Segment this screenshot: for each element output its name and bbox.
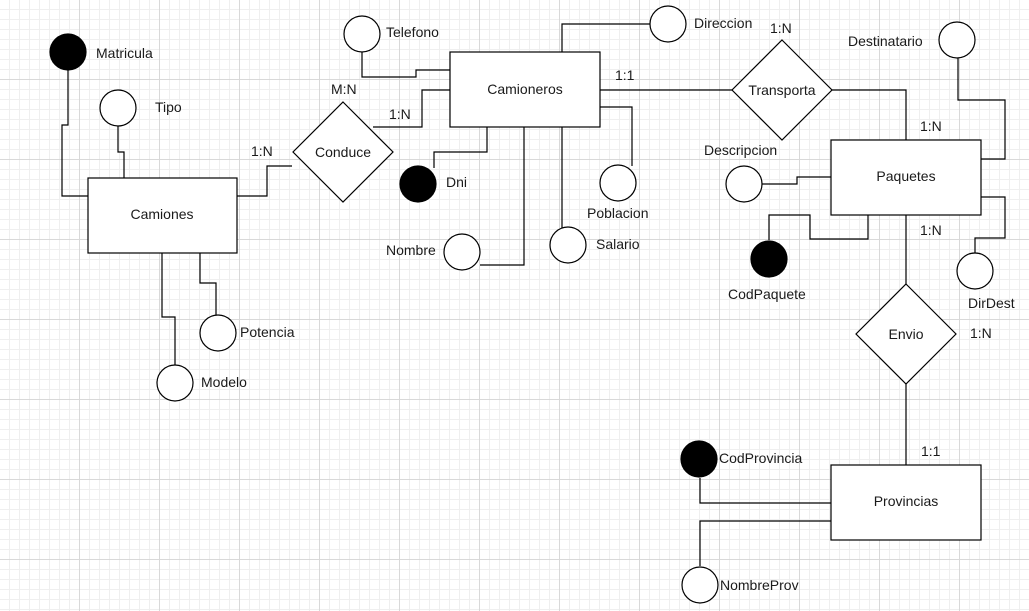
attribute-marker xyxy=(956,252,994,290)
attribute-nombre-label: Nombre xyxy=(386,242,436,258)
line-nombreprov xyxy=(699,520,831,566)
attribute-marker xyxy=(443,233,481,271)
attribute-codprovincia-label: CodProvincia xyxy=(719,450,802,466)
relationship-envio-diamond xyxy=(855,283,957,385)
attribute-dirdest-label: DirDest xyxy=(968,295,1015,311)
relationship-transporta-label: Transporta xyxy=(748,82,815,98)
attribute-marker xyxy=(343,15,381,53)
attribute-matricula[interactable]: Matricula xyxy=(49,33,153,71)
attribute-modelo-label: Modelo xyxy=(201,374,247,390)
entity-camiones-box xyxy=(87,177,238,254)
attribute-dni-label: Dni xyxy=(446,174,467,190)
connector-lines xyxy=(61,23,1006,566)
attribute-telefono[interactable]: Telefono xyxy=(343,15,439,53)
entity-camioneros-box xyxy=(449,51,601,128)
line-poblacion xyxy=(600,106,633,166)
relationship-envio[interactable]: Envio xyxy=(855,283,957,385)
line-dirdest xyxy=(974,196,1006,254)
attribute-descripcion-label: Descripcion xyxy=(704,142,777,158)
relationship-envio-label: Envio xyxy=(888,326,923,342)
attribute-marker xyxy=(156,364,194,402)
line-conduce-camioneros xyxy=(373,89,450,128)
entity-camioneros-label: Camioneros xyxy=(487,81,562,97)
line-nombre xyxy=(480,127,525,266)
attribute-direccion-label: Direccion xyxy=(694,15,752,31)
cardinality-envio-side: 1:N xyxy=(970,325,992,341)
cardinality-camioneros-transporta: 1:1 xyxy=(615,67,635,83)
cardinality-paquetes-envio: 1:N xyxy=(920,222,942,238)
line-modelo xyxy=(161,253,176,366)
entity-camioneros[interactable]: Camioneros xyxy=(449,51,601,128)
attribute-dni[interactable]: Dni xyxy=(399,165,467,203)
attribute-marker xyxy=(549,226,587,264)
attribute-modelo[interactable]: Modelo xyxy=(156,364,247,402)
relationship-transporta[interactable]: Transporta xyxy=(731,39,833,141)
attribute-marker xyxy=(99,89,137,127)
line-matricula xyxy=(61,70,88,197)
key-attribute-marker xyxy=(750,240,788,278)
attribute-matricula-label: Matricula xyxy=(96,45,153,61)
key-attribute-marker xyxy=(399,165,437,203)
line-codprovincia xyxy=(699,478,831,504)
relationship-conduce-diamond xyxy=(292,101,394,203)
cardinality-conduce-mn: M:N xyxy=(331,81,357,97)
attribute-descripcion[interactable]: Descripcion xyxy=(704,142,777,203)
attribute-nombre[interactable]: Nombre xyxy=(386,233,481,271)
attribute-salario-label: Salario xyxy=(596,236,640,252)
attribute-destinatario[interactable]: Destinatario xyxy=(848,21,976,59)
line-camiones-conduce xyxy=(237,165,292,197)
line-telefono xyxy=(361,52,450,78)
attribute-tipo-label: Tipo xyxy=(155,99,182,115)
attribute-marker xyxy=(599,164,637,202)
key-attribute-marker xyxy=(49,33,87,71)
attribute-poblacion-label: Poblacion xyxy=(587,205,649,221)
attribute-nombreprov-label: NombreProv xyxy=(720,577,799,593)
cardinality-camiones-conduce: 1:N xyxy=(251,143,273,159)
attribute-marker xyxy=(725,165,763,203)
line-transporta-paquetes xyxy=(832,89,907,140)
attribute-direccion[interactable]: Direccion xyxy=(649,5,752,43)
attribute-potencia-label: Potencia xyxy=(240,324,295,340)
attribute-nombreprov[interactable]: NombreProv xyxy=(681,566,799,604)
entity-paquetes[interactable]: Paquetes xyxy=(830,139,982,216)
entity-provincias-box xyxy=(830,464,982,541)
entity-provincias[interactable]: Provincias xyxy=(830,464,982,541)
attribute-codprovincia[interactable]: CodProvincia xyxy=(680,440,802,478)
attribute-codpaquete-label: CodPaquete xyxy=(728,286,806,302)
attribute-poblacion[interactable]: Poblacion xyxy=(587,164,649,221)
attribute-codpaquete[interactable]: CodPaquete xyxy=(728,240,806,302)
line-dni xyxy=(433,127,488,168)
cardinality-transporta-top: 1:N xyxy=(770,20,792,36)
line-descripcion xyxy=(762,176,831,185)
cardinality-transporta-paquetes: 1:N xyxy=(920,118,942,134)
line-codpaquete xyxy=(768,214,869,240)
entity-camiones-label: Camiones xyxy=(130,206,193,222)
entity-camiones[interactable]: Camiones xyxy=(87,177,238,254)
attribute-dirdest[interactable]: DirDest xyxy=(956,252,1015,311)
entity-paquetes-label: Paquetes xyxy=(876,168,935,184)
line-direccion xyxy=(561,23,650,52)
line-tipo xyxy=(117,126,125,178)
line-destinatario xyxy=(957,57,1006,160)
cardinality-envio-provincias: 1:1 xyxy=(921,443,941,459)
cardinality-labels: 1:N M:N 1:N 1:1 1:N 1:N 1:N 1:N 1:1 xyxy=(251,20,992,459)
entity-paquetes-box xyxy=(830,139,982,216)
relationship-conduce-label: Conduce xyxy=(315,144,371,160)
attribute-telefono-label: Telefono xyxy=(386,24,439,40)
attribute-marker xyxy=(938,21,976,59)
line-potencia xyxy=(199,253,217,316)
entity-provincias-label: Provincias xyxy=(874,493,939,509)
attribute-marker xyxy=(681,566,719,604)
relationship-conduce[interactable]: Conduce xyxy=(292,101,394,203)
attribute-destinatario-label: Destinatario xyxy=(848,33,923,49)
attribute-potencia[interactable]: Potencia xyxy=(199,314,295,352)
cardinality-conduce-camioneros: 1:N xyxy=(389,106,411,122)
attribute-marker xyxy=(649,5,687,43)
attribute-marker xyxy=(199,314,237,352)
attribute-salario[interactable]: Salario xyxy=(549,226,640,264)
key-attribute-marker xyxy=(680,440,718,478)
relationship-transporta-diamond xyxy=(731,39,833,141)
attribute-tipo[interactable]: Tipo xyxy=(99,89,182,127)
